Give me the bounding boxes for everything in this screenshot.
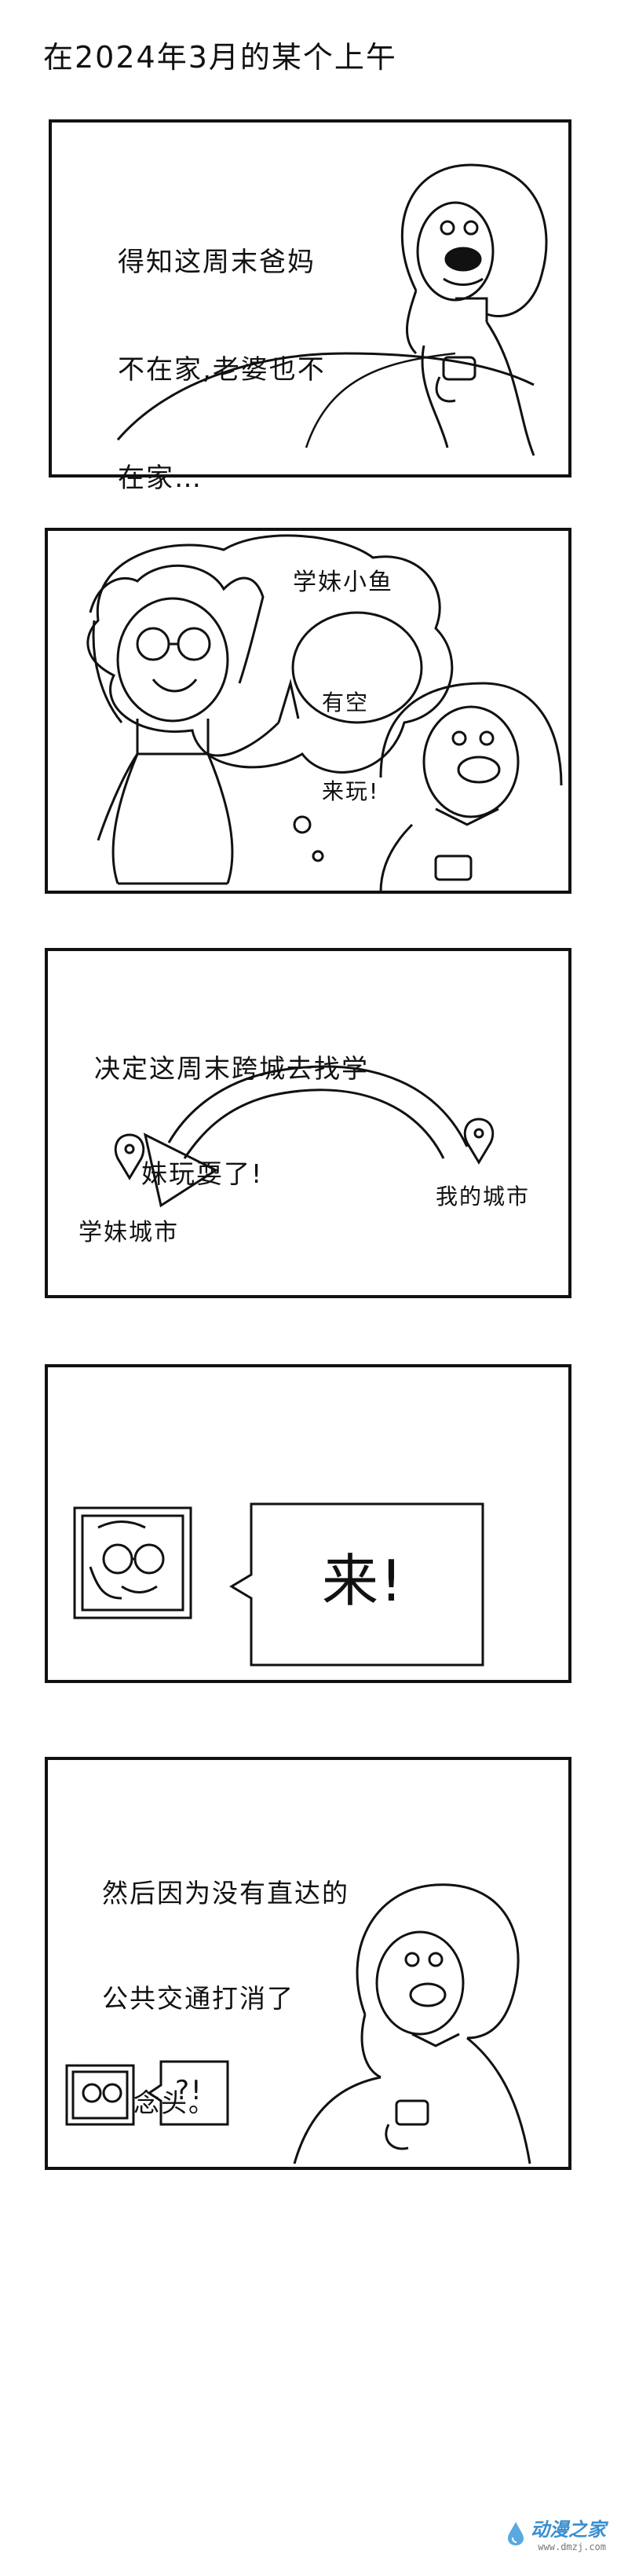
panel3-line-1: 决定这周末跨城去找学	[94, 1053, 369, 1085]
wife-character	[400, 163, 548, 456]
junior-girl-character	[89, 564, 300, 885]
pin-icon	[114, 1133, 145, 1180]
chat-bubble	[229, 1502, 484, 1667]
water-drop-icon	[508, 2521, 524, 2545]
husband-character	[379, 682, 563, 893]
thought-cloud	[86, 534, 454, 774]
thought-label: 学妹小鱼	[293, 569, 393, 596]
travel-arrow	[183, 1089, 445, 1159]
panel5-narration: 然后因为没有直达的 公共交通打消了 念头。	[102, 1806, 349, 2191]
speech-bubble	[291, 611, 423, 724]
avatar	[73, 1506, 192, 1619]
avatar	[65, 2064, 135, 2126]
reply-text: ?!	[175, 2075, 203, 2106]
watermark-url: www.dmzj.com	[538, 2541, 606, 2552]
panel1-line-3: 在家…	[118, 463, 203, 495]
panel2-speech-line-2: 来玩!	[322, 778, 380, 804]
pin-icon	[463, 1118, 495, 1165]
chat-message: 来!	[322, 1548, 404, 1614]
panel-5: 然后因为没有直达的 公共交通打消了 念头。 ?!	[43, 1755, 573, 2172]
panel5-line-1: 然后因为没有直达的	[102, 1878, 349, 1909]
watermark: 动漫之家 www.dmzj.com	[506, 2514, 606, 2552]
blanket-outline	[116, 352, 535, 441]
panel1-narration: 得知这周末爸妈 不在家,老婆也不 在家…	[118, 173, 326, 569]
left-city-label: 学妹城市	[78, 1219, 179, 1246]
panel-4: 来!	[43, 1363, 573, 1685]
panel-1: 得知这周末爸妈 不在家,老婆也不 在家…	[47, 118, 573, 494]
panel-2: 学妹小鱼 有空 来玩!	[43, 526, 573, 895]
panel3-narration: 决定这周末跨城去找学 妹玩耍了!	[94, 982, 369, 1261]
wife-character	[293, 1883, 531, 2164]
panel5-line-2: 公共交通打消了	[102, 1982, 294, 2014]
reply-bubble	[147, 2060, 229, 2126]
comic-title: 在2024年3月的某个上午	[43, 40, 397, 75]
panel3-line-2: 妹玩耍了!	[141, 1158, 264, 1189]
panel5-line-3: 念头。	[133, 2088, 216, 2119]
right-city-label: 我的城市	[436, 1184, 531, 1209]
panel1-line-2: 不在家,老婆也不	[118, 354, 326, 386]
watermark-name: 动漫之家	[531, 2519, 606, 2541]
panel2-speech: 有空 来玩!	[322, 628, 379, 865]
panel2-speech-line-1: 有空	[322, 689, 370, 715]
panel-3: 决定这周末跨城去找学 妹玩耍了! 学妹城市 我的城市	[43, 946, 573, 1300]
panel1-line-1: 得知这周末爸妈	[118, 246, 316, 278]
